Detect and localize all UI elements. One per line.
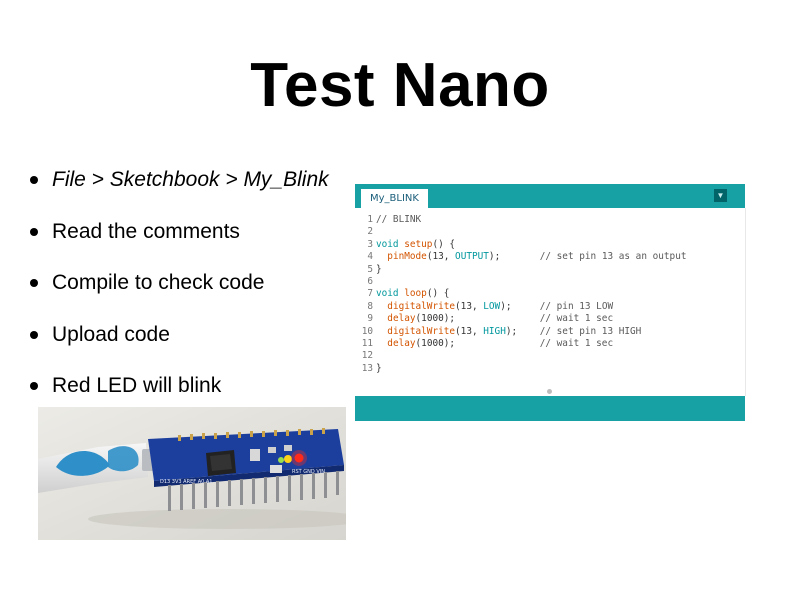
code-token: // wait 1 sec <box>539 338 614 349</box>
code-token: delay <box>387 338 416 349</box>
line-number: 4 <box>367 251 373 263</box>
line-number: 7 <box>367 288 373 300</box>
bullet-item-led-blink: Red LED will blink <box>28 373 329 425</box>
line-number: 8 <box>367 300 373 312</box>
code-text: void loop() { <box>373 288 449 300</box>
code-line: 1// BLINK <box>355 214 421 226</box>
nano-board <box>148 429 344 487</box>
code-text: void setup() { <box>373 239 455 251</box>
line-number: 13 <box>361 362 373 374</box>
bullet-item-sketchbook-path: File > Sketchbook > My_Blink <box>28 167 329 219</box>
code-token: HIGH <box>483 325 506 337</box>
led-power <box>284 455 292 463</box>
arduino-nano-photo: D13 3V3 AREF A0 A1 RST GND VIN <box>38 407 346 540</box>
line-number: 2 <box>367 226 373 238</box>
code-token: // pin 13 LOW <box>539 300 614 312</box>
code-token: ); <box>488 251 501 263</box>
code-token: (1000); <box>415 313 456 325</box>
line-number: 9 <box>367 313 373 325</box>
code-line: 10 digitalWrite(13, HIGH); // set pin 13… <box>355 325 642 338</box>
code-text: delay(1000); // wait 1 sec <box>373 338 613 350</box>
code-token: setup <box>404 238 433 250</box>
code-text: } <box>373 363 382 375</box>
code-token: digitalWrite <box>387 325 456 337</box>
code-token: () { <box>432 238 456 250</box>
code-token: // BLINK <box>376 214 422 225</box>
code-line: 11 delay(1000); // wait 1 sec <box>355 338 613 350</box>
code-text: // BLINK <box>373 214 421 226</box>
code-token: (13, <box>426 251 456 263</box>
editor-status-bar <box>355 396 745 421</box>
code-text: digitalWrite(13, LOW); // pin 13 LOW <box>373 301 613 313</box>
code-token: (13, <box>455 300 484 312</box>
code-token: } <box>376 263 382 275</box>
code-token: void <box>376 288 399 300</box>
editor-tab-bar: My_BLINK ▼ <box>355 184 745 208</box>
bullet-list: File > Sketchbook > My_Blink Read the co… <box>28 167 329 425</box>
line-number: 1 <box>367 214 373 225</box>
line-number: 12 <box>361 350 373 362</box>
arduino-nano-illustration: D13 3V3 AREF A0 A1 RST GND VIN <box>38 407 346 540</box>
code-token: (13, <box>455 325 484 337</box>
code-token: OUTPUT <box>455 251 489 263</box>
code-line: 13} <box>355 363 382 375</box>
code-token: () { <box>426 288 450 300</box>
bullet-item-compile: Compile to check code <box>28 270 329 322</box>
code-line: 4 pinMode(13, OUTPUT); // set pin 13 as … <box>355 251 686 263</box>
line-number: 5 <box>367 263 373 275</box>
code-line: 5} <box>355 263 382 276</box>
code-token: void <box>376 238 399 250</box>
code-text: } <box>373 264 382 276</box>
code-token: digitalWrite <box>387 300 456 312</box>
code-line: 12 <box>355 350 376 362</box>
usb-cable-stripe <box>56 450 110 476</box>
board-silkscreen-left: D13 3V3 AREF A0 A1 <box>160 479 213 485</box>
code-line: 2 <box>355 226 376 238</box>
tab-my-blink[interactable]: My_BLINK <box>361 189 428 208</box>
code-line: 6 <box>355 276 376 288</box>
led-pin13 <box>294 453 304 463</box>
board-silkscreen-right: RST GND VIN <box>292 469 325 475</box>
scroll-handle-icon[interactable] <box>547 389 552 394</box>
line-number: 6 <box>367 276 373 287</box>
bullet-item-upload: Upload code <box>28 322 329 374</box>
code-token: pinMode <box>387 251 427 263</box>
code-text: digitalWrite(13, HIGH); // set pin 13 HI… <box>373 326 641 338</box>
code-line: 8 digitalWrite(13, LOW); // pin 13 LOW <box>355 301 613 313</box>
code-token: ); <box>500 300 512 312</box>
code-token: (1000); <box>415 338 456 349</box>
code-token: } <box>376 362 382 374</box>
code-token: loop <box>404 288 427 300</box>
code-text: delay(1000); // wait 1 sec <box>373 313 613 325</box>
code-token: // set pin 13 as an output <box>539 251 687 263</box>
code-token: LOW <box>483 300 501 312</box>
code-token: delay <box>387 313 416 325</box>
code-token: ); <box>505 325 518 337</box>
code-token: // wait 1 sec <box>539 313 614 325</box>
code-line: 9 delay(1000); // wait 1 sec <box>355 313 613 325</box>
code-token: // set pin 13 HIGH <box>539 325 642 337</box>
line-number: 10 <box>361 325 373 337</box>
slide-title: Test Nano <box>250 51 550 120</box>
tab-menu-dropdown-icon[interactable]: ▼ <box>714 189 727 202</box>
line-number: 11 <box>361 338 373 349</box>
line-number: 3 <box>367 238 373 250</box>
code-text: pinMode(13, OUTPUT); // set pin 13 as an… <box>373 251 686 263</box>
bullet-item-read-comments: Read the comments <box>28 219 329 271</box>
